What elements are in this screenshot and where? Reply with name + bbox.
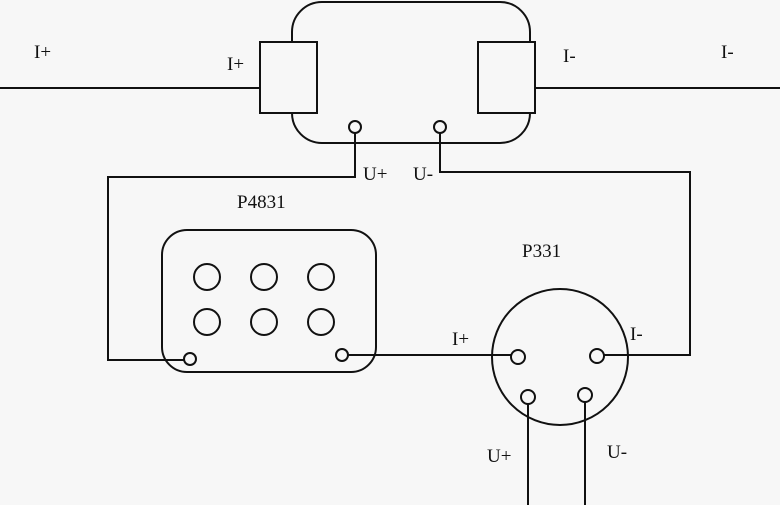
shunt-u-minus-terminal <box>433 120 447 134</box>
label-u-minus: U- <box>413 164 433 185</box>
p331-body <box>491 288 629 426</box>
p4831-terminal-left <box>183 352 197 366</box>
label-p331-u-minus: U- <box>607 442 627 463</box>
knob <box>250 263 278 291</box>
label-u-plus: U+ <box>363 164 387 185</box>
shunt-terminal-i-minus <box>477 41 536 114</box>
label-line-i-plus: I+ <box>34 42 51 63</box>
knob <box>193 263 221 291</box>
shunt-terminal-i-plus <box>259 41 318 114</box>
label-shunt-i-plus: I+ <box>227 54 244 75</box>
shunt-u-plus-terminal <box>348 120 362 134</box>
label-p331-i-plus: I+ <box>452 329 469 350</box>
p331-u-plus-terminal <box>520 389 536 405</box>
knob <box>193 308 221 336</box>
label-line-i-minus: I- <box>721 42 734 63</box>
p331-i-minus-terminal <box>589 348 605 364</box>
knob <box>307 308 335 336</box>
wire-u-plus <box>107 133 356 361</box>
knob <box>307 263 335 291</box>
label-p331-i-minus: I- <box>630 324 643 345</box>
p4831-body <box>161 229 377 373</box>
p4831-terminal-right <box>335 348 349 362</box>
p331-i-plus-terminal <box>510 349 526 365</box>
knob <box>250 308 278 336</box>
label-p331: P331 <box>522 241 561 262</box>
label-shunt-i-minus: I- <box>563 46 576 67</box>
label-p4831: P4831 <box>237 192 286 213</box>
p4831-knobs <box>193 263 335 336</box>
wire-u-minus <box>439 133 691 356</box>
p331-u-minus-terminal <box>577 387 593 403</box>
label-p331-u-plus: U+ <box>487 446 511 467</box>
